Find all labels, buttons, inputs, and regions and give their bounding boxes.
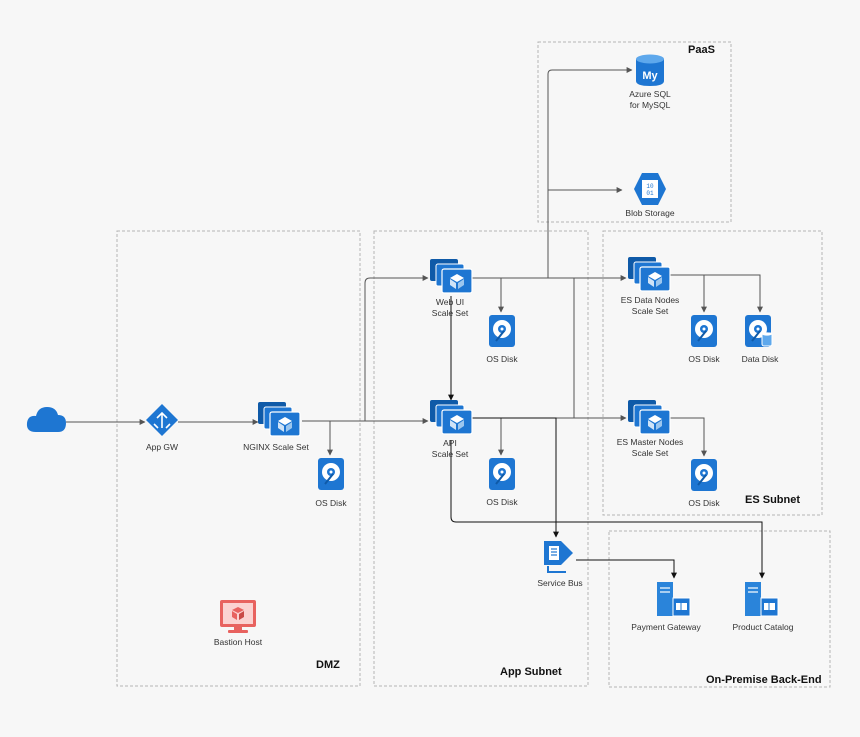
zone-es-subnet: ES Subnet [602, 230, 823, 516]
nginx-disk-icon [318, 458, 344, 490]
zone-dmz: DMZ [116, 230, 361, 687]
es-master-vm-scale-set-icon [628, 400, 671, 435]
webui-scale-set: Web UI Scale Set [430, 259, 473, 318]
bastion-monitor-icon [220, 600, 256, 633]
internet-cloud-icon [26, 407, 66, 432]
nginx-os-disk: OS Disk [315, 458, 347, 508]
connector-api-catalog [450, 440, 765, 579]
es-data-disk-icon [745, 315, 773, 347]
connector-esdata-osdisk [668, 274, 707, 313]
es-master-label-1: ES Master Nodes [617, 437, 684, 447]
es-master-disk-icon [691, 459, 717, 491]
blob-icon-text-2: 01 [646, 190, 654, 197]
zone-dmz-title: DMZ [316, 659, 340, 671]
bastion-label: Bastion Host [214, 637, 263, 647]
api-os-disk: OS Disk [486, 458, 518, 507]
connector-servicebus-payment [576, 559, 677, 579]
service-bus-label: Service Bus [537, 578, 582, 588]
connector-api-servicebus [468, 417, 559, 538]
azure-sql-database-icon: My [636, 54, 664, 86]
api-scale-set: API Scale Set [430, 400, 473, 459]
webui-vm-scale-set-icon [430, 259, 473, 294]
zone-on-premise: On-Premise Back-End [608, 530, 831, 688]
payment-server-icon [657, 582, 691, 617]
azure-sql-label-1: Azure SQL [629, 89, 671, 99]
es-data-label-1: ES Data Nodes [621, 295, 680, 305]
zone-paas: PaaS [537, 41, 732, 223]
nginx-scale-set: NGINX Scale Set [243, 402, 309, 452]
payment-label: Payment Gateway [631, 622, 701, 632]
api-vm-scale-set-icon [430, 400, 473, 435]
app-gw-label: App GW [146, 442, 178, 452]
product-catalog: Product Catalog [733, 582, 794, 632]
webui-label-2: Scale Set [432, 308, 469, 318]
es-data-vm-scale-set-icon [628, 257, 671, 292]
blob-label: Blob Storage [625, 208, 674, 218]
nginx-label: NGINX Scale Set [243, 442, 309, 452]
webui-disk-label: OS Disk [486, 354, 518, 364]
api-label-2: Scale Set [432, 449, 469, 459]
webui-disk-icon [489, 315, 515, 347]
zone-es-subnet-title: ES Subnet [745, 494, 800, 506]
api-disk-icon [489, 458, 515, 490]
blob-storage-icon: 10 01 [634, 173, 666, 205]
es-master-disk-label: OS Disk [688, 498, 720, 508]
es-data-nodes: ES Data Nodes Scale Set [621, 257, 680, 316]
nginx-disk-label: OS Disk [315, 498, 347, 508]
connector-webui-paas [468, 187, 623, 279]
webui-os-disk: OS Disk [486, 315, 518, 364]
connector-api-disk [468, 417, 504, 456]
es-master-label-2: Scale Set [632, 448, 669, 458]
connector-webui-sql [547, 67, 633, 190]
es-data-label-2: Scale Set [632, 306, 669, 316]
es-data-disk: Data Disk [742, 315, 780, 364]
service-bus-icon [544, 541, 573, 573]
payment-gateway: Payment Gateway [631, 582, 701, 632]
es-data-os-disk-icon [691, 315, 717, 347]
app-gateway-icon [146, 404, 178, 436]
zone-app-subnet: App Subnet [373, 230, 589, 687]
es-data-os-disk: OS Disk [688, 315, 720, 364]
es-master-os-disk: OS Disk [688, 459, 720, 508]
connector-esmaster-disk [668, 417, 707, 457]
azure-sql: My Azure SQL for MySQL [629, 54, 671, 110]
es-data-os-disk-label: OS Disk [688, 354, 720, 364]
api-label-1: API [443, 438, 457, 448]
connector-esdata-datadisk [704, 274, 763, 313]
es-data-disk-label: Data Disk [742, 354, 780, 364]
connectors-dark [448, 296, 765, 579]
bastion-host: Bastion Host [214, 600, 263, 647]
api-disk-label: OS Disk [486, 497, 518, 507]
service-bus: Service Bus [537, 541, 583, 588]
es-master-nodes: ES Master Nodes Scale Set [617, 400, 684, 458]
zone-paas-title: PaaS [688, 44, 715, 56]
connector-webui-disk [468, 277, 504, 313]
nginx-vm-scale-set-icon [258, 402, 301, 437]
zone-on-premise-title: On-Premise Back-End [706, 674, 822, 686]
webui-label-1: Web UI [436, 297, 464, 307]
connector-nginx-webui [302, 275, 429, 422]
blob-icon-text-1: 10 [646, 183, 654, 190]
zone-app-subnet-title: App Subnet [500, 666, 562, 678]
catalog-server-icon [745, 582, 779, 617]
blob-storage: 10 01 Blob Storage [625, 173, 675, 218]
app-gw: App GW [146, 404, 178, 452]
catalog-label: Product Catalog [733, 622, 794, 632]
azure-sql-icon-text: My [642, 70, 658, 82]
azure-sql-label-2: for MySQL [630, 100, 671, 110]
